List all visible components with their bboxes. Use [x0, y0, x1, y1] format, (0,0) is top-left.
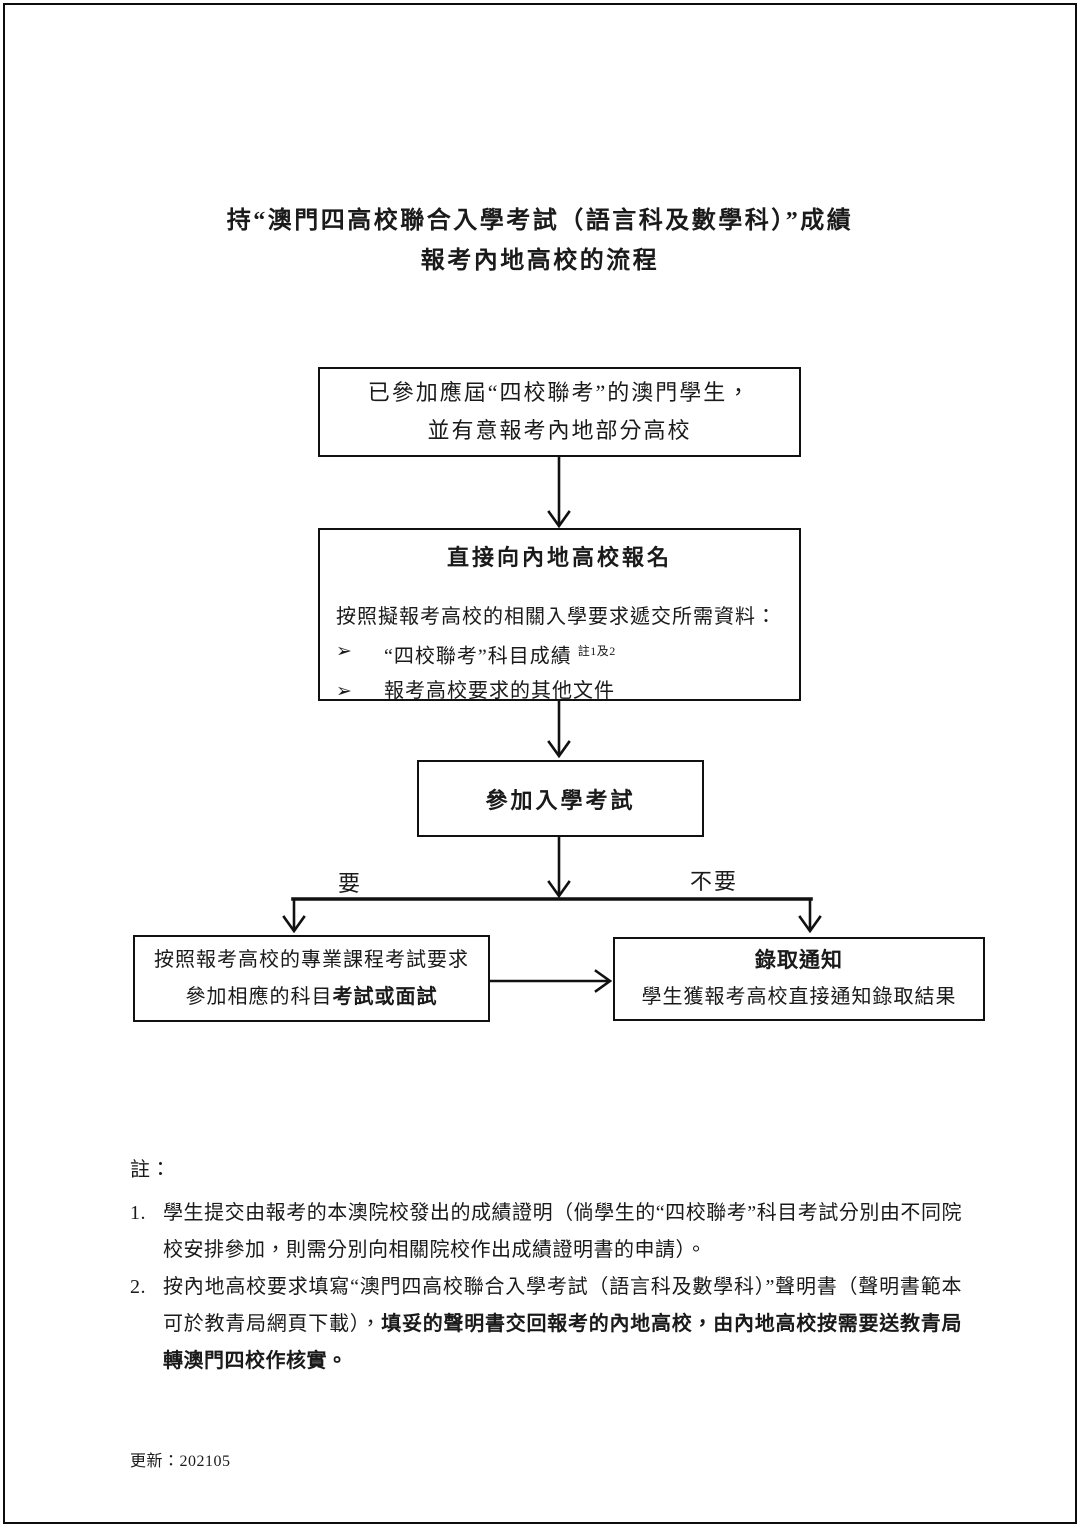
- footnote-2-text-bold: 填妥的聲明書交回報考的內地高校，由內地高校按需要送教青局轉澳門四校作核實。: [163, 1313, 962, 1372]
- page-title-line-1: 持“澳門四高校聯合入學考試（語言科及數學科）”成績: [226, 208, 854, 234]
- flow-box-eligible-students: 已參加應屆“四校聯考”的澳門學生， 並有意報考內地部分高校: [318, 367, 801, 457]
- arrow-branch-to-box5: [798, 899, 822, 934]
- arrow-box4-to-box5: [489, 969, 613, 993]
- box1-line-1: 已參加應屆“四校聯考”的澳門學生，: [367, 380, 752, 405]
- box2-item1-text: “四校聯考”科目成績 註1及2: [384, 634, 616, 674]
- box4-line-2: 參加相應的科目考試或面試: [135, 979, 488, 1016]
- branch-label-yes: 要: [338, 871, 363, 896]
- box2-bullet-item-2: ➢ 報考高校要求的其他文件: [336, 674, 783, 708]
- arrow-box2-to-box3: [547, 700, 571, 759]
- box2-item2-text: 報考高校要求的其他文件: [384, 679, 615, 702]
- box2-title: 直接向內地高校報名: [446, 545, 672, 570]
- flow-box-admission-notice: 錄取通知 學生獲報考高校直接通知錄取結果: [613, 937, 985, 1021]
- arrowhead-bullet-icon: ➢: [336, 679, 352, 702]
- footnote-1: 1. 學生提交由報考的本澳院校發出的成績證明（倘學生的“四校聯考”科目考試分別由…: [130, 1195, 962, 1269]
- box1-line-2: 並有意報考內地部分高校: [427, 418, 692, 443]
- footnote-2-text: 按內地高校要求填寫“澳門四高校聯合入學考試（語言科及數學科）”聲明書（聲明書範本…: [163, 1269, 962, 1380]
- box4-line2-bold: 考試或面試: [332, 985, 438, 1008]
- page-title: 持“澳門四高校聯合入學考試（語言科及數學科）”成績 報考內地高校的流程: [0, 201, 1080, 281]
- box2-item1-label: “四校聯考”科目成績: [384, 645, 572, 668]
- footnotes-section: 註： 1. 學生提交由報考的本澳院校發出的成績證明（倘學生的“四校聯考”科目考試…: [130, 1152, 962, 1380]
- footnote-1-text: 學生提交由報考的本澳院校發出的成績證明（倘學生的“四校聯考”科目考試分別由不同院…: [163, 1202, 962, 1261]
- box5-title: 錄取通知: [755, 948, 843, 972]
- arrowhead-bullet-icon: ➢: [336, 640, 352, 662]
- box4-line-1: 按照報考高校的專業課程考試要求: [154, 948, 469, 971]
- footnote-2-text-normal: 按內地高校要求填寫“澳門四高校聯合入學考試（語言科及數學科）”聲明書（聲明書範本…: [163, 1276, 962, 1335]
- page-title-line-2: 報考內地高校的流程: [420, 248, 660, 274]
- footnotes-heading: 註：: [130, 1159, 171, 1181]
- footnote-2-number: 2.: [130, 1276, 146, 1298]
- flow-box-subject-exam-interview: 按照報考高校的專業課程考試要求 參加相應的科目考試或面試: [133, 935, 490, 1022]
- flow-box-register-mainland: 直接向內地高校報名 按照擬報考高校的相關入學要求遞交所需資料： ➢ “四校聯考”…: [318, 528, 801, 702]
- arrow-box1-to-box2: [547, 456, 571, 529]
- arrow-branch-to-box4: [282, 899, 306, 934]
- footnote-2: 2. 按內地高校要求填寫“澳門四高校聯合入學考試（語言科及數學科）”聲明書（聲明…: [130, 1269, 962, 1380]
- flow-box-entrance-exam: 參加入學考試: [417, 760, 704, 837]
- box2-intro: 按照擬報考高校的相關入學要求遞交所需資料：: [336, 606, 777, 628]
- box3-label: 參加入學考試: [485, 787, 636, 813]
- box2-bullet-item-1: ➢ “四校聯考”科目成績 註1及2: [336, 634, 783, 674]
- arrow-box3-to-branch: [547, 836, 571, 899]
- box5-line-2: 學生獲報考高校直接通知錄取結果: [641, 986, 957, 1008]
- update-date-footer: 更新：202105: [130, 1453, 231, 1470]
- branch-label-no: 不要: [690, 869, 739, 894]
- box2-item1-note-ref: 註1及2: [577, 644, 616, 658]
- box4-line2-normal: 參加相應的科目: [185, 985, 333, 1008]
- footnote-1-number: 1.: [130, 1202, 146, 1224]
